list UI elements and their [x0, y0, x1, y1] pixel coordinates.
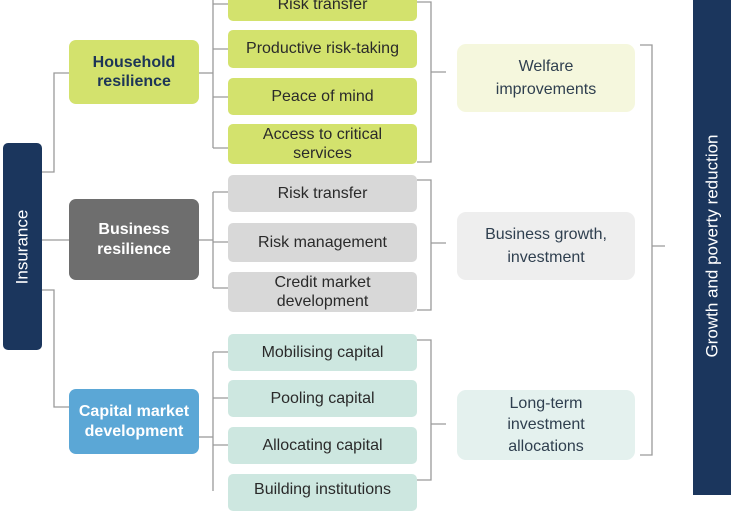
household-item-productive-risk-taking: Productive risk-taking [228, 30, 417, 68]
household-item-peace-of-mind: Peace of mind [228, 78, 417, 115]
capital-item-building-institutions: Building institutions [228, 474, 417, 511]
business-node: Business resilience [69, 199, 199, 280]
outcome-long-term-investment: Long-term investment allocations [457, 390, 635, 460]
household-item-risk-transfer: Risk transfer [228, 0, 417, 21]
outcome-welfare-improvements: Welfare improvements [457, 44, 635, 112]
household-item-access-critical-services: Access to critical services [228, 124, 417, 164]
growth-bar: Growth and poverty reduction [693, 0, 731, 495]
outcome-business-growth: Business growth, investment [457, 212, 635, 280]
business-node-label: Business resilience [97, 221, 171, 258]
business-item-credit-market-development: Credit market development [228, 272, 417, 312]
insurance-label: Insurance [12, 209, 32, 284]
capital-item-allocating-capital: Allocating capital [228, 427, 417, 464]
business-item-risk-management: Risk management [228, 223, 417, 262]
business-item-risk-transfer: Risk transfer [228, 175, 417, 212]
insurance-bar: Insurance [3, 143, 42, 350]
connector-lines [42, 0, 665, 491]
capital-market-node-label: Capital market development [78, 403, 190, 440]
household-node: Household resilience [69, 40, 199, 104]
capital-item-mobilising-capital: Mobilising capital [228, 334, 417, 371]
growth-label: Growth and poverty reduction [702, 133, 722, 358]
capital-market-node: Capital market development [69, 389, 199, 454]
capital-item-pooling-capital: Pooling capital [228, 380, 417, 417]
household-node-label: Household resilience [92, 53, 176, 90]
